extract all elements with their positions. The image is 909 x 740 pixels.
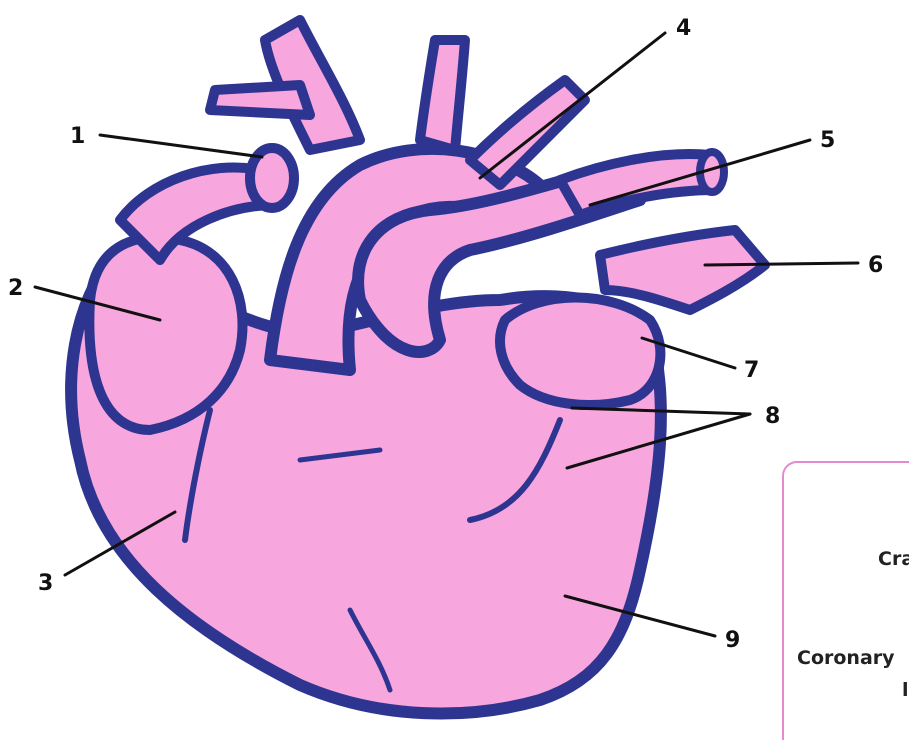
left-carotid [420, 40, 465, 150]
legend-line-cra: Cra [878, 548, 909, 570]
legend-line-l: l [902, 679, 909, 701]
label-7: 7 [744, 358, 759, 383]
label-8: 8 [765, 404, 780, 429]
label-3: 3 [38, 571, 53, 596]
arch-branch-left [210, 85, 310, 115]
label-5: 5 [820, 128, 835, 153]
legend-box: Cra Coronary l [783, 462, 909, 740]
pulmonary-veins [600, 230, 765, 310]
legend-box-frame [783, 462, 909, 740]
label-6: 6 [868, 253, 883, 278]
label-2: 2 [8, 276, 23, 301]
left-atrium [500, 298, 660, 406]
leader-line-1 [100, 135, 262, 157]
label-9: 9 [725, 628, 740, 653]
label-1: 1 [70, 124, 85, 149]
label-4: 4 [676, 16, 691, 41]
heart-illustration [71, 20, 765, 714]
leader-line-6 [705, 263, 858, 265]
legend-line-coronary: Coronary [797, 647, 895, 669]
